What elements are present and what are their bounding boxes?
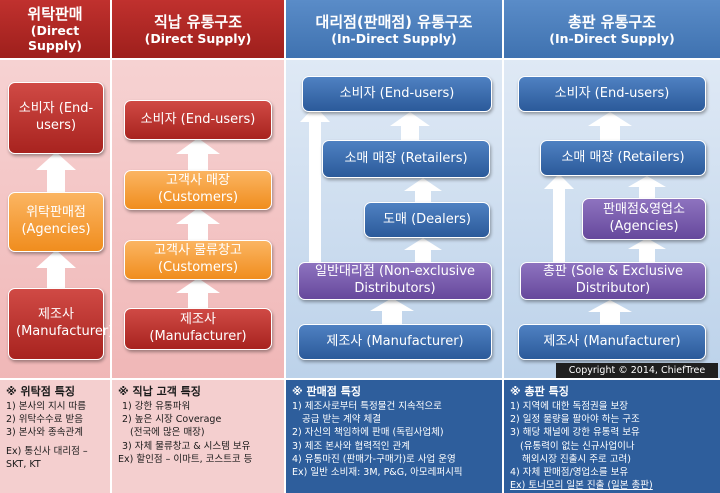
- column-header: 대리점(판매점) 유통구조 (In-Direct Supply): [286, 0, 502, 58]
- feature-line: 3) 제조 본사와 협력적인 관계: [292, 440, 410, 452]
- flow-box-agencies: 위탁판매점 (Agencies): [8, 192, 104, 252]
- up-arrow-icon: [176, 278, 220, 310]
- flow-box-customers-store: 고객사 매장 (Customers): [124, 170, 272, 210]
- feature-line: 1) 지역에 대한 독점권을 보장: [510, 401, 628, 413]
- column-header: 직납 유통구조 (Direct Supply): [112, 0, 284, 58]
- feature-line: 3) 본사와 종속관계: [6, 427, 83, 439]
- flow-box-end-users: 소비자 (End-users): [124, 100, 272, 140]
- flow-box-end-users: 소비자 (End-users): [518, 76, 706, 112]
- up-arrow-icon: [36, 250, 76, 290]
- flow-box-customers-warehouse: 고객사 물류창고 (Customers): [124, 240, 272, 280]
- flow-box-retailers: 소매 매장 (Retailers): [322, 140, 490, 178]
- column-title: 위탁판매: [27, 5, 83, 23]
- up-arrow-icon: [544, 174, 574, 266]
- feature-line: 4) 유통마진 (판매가-구매가)로 사업 운영: [292, 453, 456, 465]
- up-arrow-icon: [176, 138, 220, 172]
- feature-line: 공급 받는 계약 체결: [302, 414, 381, 426]
- up-arrow-icon: [588, 300, 632, 326]
- column-title: 직납 유통구조: [153, 12, 243, 31]
- example-text: Ex) 할인점 – 이마트, 코스트코 등: [118, 453, 253, 465]
- features-title: ※ 직납 고객 특징: [118, 385, 201, 398]
- features-title: ※ 위탁점 특징: [6, 385, 75, 398]
- column-header: 위탁판매 (Direct Supply): [0, 0, 110, 58]
- features-title: ※ 판매점 특징: [292, 385, 361, 398]
- features-panel: ※ 총판 특징 1) 지역에 대한 독점권을 보장 2) 일정 물량을 팔아야 …: [504, 380, 720, 493]
- up-arrow-icon: [176, 208, 220, 242]
- column-subtitle: (In-Direct Supply): [331, 30, 457, 46]
- flow-box-manufacturer: 제조사 (Manufacturer): [298, 324, 492, 360]
- up-arrow-icon: [370, 298, 414, 326]
- flow-box-sole-distributor: 총판 (Sole & Exclusive Distributor): [520, 262, 706, 300]
- column-subtitle: (Direct Supply): [28, 23, 82, 53]
- flow-box-agencies: 판매점&영업소 (Agencies): [582, 198, 706, 240]
- feature-line: (전국에 많은 매장): [130, 427, 205, 439]
- feature-line: 3) 해당 채널에 강한 유통력 보유: [510, 427, 640, 439]
- column-title: 총판 유통구조: [567, 12, 657, 31]
- flow-box-retailers: 소매 매장 (Retailers): [540, 140, 706, 176]
- flow-box-non-exclusive-distributors: 일반대리점 (Non-exclusive Distributors): [298, 262, 492, 300]
- column-subtitle: (Direct Supply): [144, 30, 252, 46]
- example-text: Ex) 일반 소비재: 3M, P&G, 아모레퍼시픽: [292, 466, 463, 478]
- feature-line: 1) 강한 유통파워: [122, 401, 191, 413]
- feature-line: 2) 높은 시장 Coverage: [122, 414, 222, 426]
- up-arrow-icon: [36, 152, 76, 194]
- flow-box-manufacturer: 제조사 (Manufacturer): [124, 308, 272, 350]
- column-divider: [284, 0, 286, 493]
- column-sole-distributor: 총판 유통구조 (In-Direct Supply) 소비자 (End-user…: [504, 0, 720, 493]
- column-title: 대리점(판매점) 유통구조: [315, 12, 473, 31]
- example-text: Ex) 통신사 대리점 – SKT, KT: [6, 445, 88, 470]
- flow-box-dealers: 도매 (Dealers): [364, 202, 490, 238]
- feature-line: 2) 일정 물량을 팔아야 하는 구조: [510, 414, 640, 426]
- feature-line: 2) 자신의 책임하에 판매 (독립사업체): [292, 427, 444, 439]
- feature-line: 4) 자체 판매점/영업소를 보유: [510, 466, 629, 478]
- features-title: ※ 총판 특징: [510, 385, 569, 398]
- up-arrow-icon: [390, 112, 430, 142]
- feature-line: 해외시장 진출시 주로 고려): [522, 453, 631, 465]
- up-arrow-icon: [628, 238, 666, 262]
- column-consignment: 위탁판매 (Direct Supply) 소비자 (End-users) 위탁판…: [0, 0, 113, 493]
- features-panel: ※ 위탁점 특징 1) 본사의 지시 따름 2) 위탁수수료 받음 3) 본사와…: [0, 380, 110, 493]
- features-panel: ※ 직납 고객 특징 1) 강한 유통파워 2) 높은 시장 Coverage …: [112, 380, 284, 493]
- column-divider: [110, 0, 112, 493]
- copyright-label: Copyright © 2014, ChiefTree: [556, 363, 718, 378]
- flow-box-end-users: 소비자 (End-users): [8, 82, 104, 154]
- up-arrow-icon: [404, 178, 442, 206]
- up-arrow-icon: [588, 112, 632, 142]
- flow-box-manufacturer: 제조사 (Manufacturer): [518, 324, 706, 360]
- column-header: 총판 유통구조 (In-Direct Supply): [504, 0, 720, 58]
- feature-line: (유통력이 없는 신규사업이나: [520, 440, 635, 452]
- column-direct: 직납 유통구조 (Direct Supply) 소비자 (End-users) …: [112, 0, 284, 493]
- feature-line: 3) 자체 물류창고 & 시스템 보유: [122, 440, 251, 452]
- feature-line: 1) 제조사로부터 특정물건 지속적으로: [292, 401, 442, 413]
- flow-box-end-users: 소비자 (End-users): [302, 76, 492, 112]
- column-divider: [502, 0, 504, 493]
- column-agency: 대리점(판매점) 유통구조 (In-Direct Supply) 소비자 (En…: [286, 0, 502, 493]
- up-arrow-icon: [404, 238, 442, 264]
- feature-line: 1) 본사의 지시 따름: [6, 401, 86, 413]
- column-subtitle: (In-Direct Supply): [549, 30, 675, 46]
- example-text: Ex) 토너모리 일본 진출 (일본 총판): [510, 479, 653, 491]
- features-panel: ※ 판매점 특징 1) 제조사로부터 특정물건 지속적으로 공급 받는 계약 체…: [286, 380, 502, 493]
- flow-box-manufacturer: 제조사 (Manufacturer): [8, 288, 113, 360]
- up-arrow-icon: [628, 176, 666, 200]
- feature-line: 2) 위탁수수료 받음: [6, 414, 83, 426]
- up-arrow-icon: [300, 106, 330, 266]
